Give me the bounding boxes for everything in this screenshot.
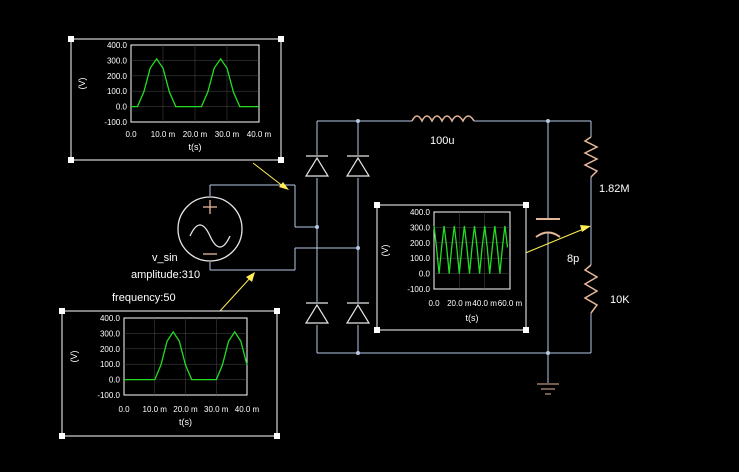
plot-bottom-left-content: 400.0 300.0 200.0 100.0 0.0 -100.0 0.0 10.0 m 20… xyxy=(69,314,260,427)
y-tick-label: 300.0 xyxy=(100,329,121,338)
y-tick-label: -100.0 xyxy=(104,118,127,127)
y-tick-label: 400.0 xyxy=(100,314,121,323)
resistor-top[interactable] xyxy=(583,136,599,178)
x-tick-label: 30.0 m xyxy=(204,405,229,414)
x-tick-label: 20.0 m xyxy=(173,405,198,414)
y-tick-label: 0.0 xyxy=(116,103,128,112)
diode-top-left[interactable] xyxy=(304,155,330,177)
y-tick-label: 300.0 xyxy=(107,56,128,65)
x-tick-label: 10.0 m xyxy=(143,405,168,414)
y-tick-label: 200.0 xyxy=(410,239,431,248)
y-tick-label: 400.0 xyxy=(410,208,431,217)
series-line xyxy=(131,57,259,108)
plots-layer: 400.0 300.0 200.0 100.0 0.0 -100.0 0.0 10.0 m 20… xyxy=(69,41,523,427)
y-tick-label: -100.0 xyxy=(97,391,120,400)
x-tick-label: 30.0 m xyxy=(215,130,240,139)
source-amplitude: amplitude:310 xyxy=(131,269,200,281)
y-tick-label: 100.0 xyxy=(107,87,128,96)
x-tick-label: 60.0 m xyxy=(498,299,523,308)
y-tick-label: 0.0 xyxy=(419,270,431,279)
capacitor-label: 8p xyxy=(567,253,579,265)
inductor[interactable] xyxy=(411,115,475,123)
junction-nodes xyxy=(315,119,550,355)
y-tick-label: 100.0 xyxy=(100,360,121,369)
source-name: v_sin xyxy=(152,252,178,264)
x-tick-label: 40.0 m xyxy=(472,299,497,308)
x-axis-label: t(s) xyxy=(179,417,192,427)
y-tick-label: 400.0 xyxy=(107,41,128,50)
y-tick-label: 300.0 xyxy=(410,223,431,232)
x-axis-label: t(s) xyxy=(189,142,202,152)
resistor-bottom[interactable] xyxy=(583,264,599,314)
diode-top-right[interactable] xyxy=(345,155,371,177)
resistor-top-label: 1.82M xyxy=(599,183,630,195)
source-frequency: frequency:50 xyxy=(112,292,176,304)
x-tick-label: 40.0 m xyxy=(247,130,272,139)
wires xyxy=(209,120,592,395)
inductor-label: 100u xyxy=(430,135,454,147)
y-tick-label: 200.0 xyxy=(107,72,128,81)
probe-arrow-top xyxy=(252,162,289,190)
y-axis-label: (V) xyxy=(77,78,87,90)
x-tick-label: 0.0 xyxy=(428,299,440,308)
probe-arrow-bottom xyxy=(219,272,255,312)
plot-top-left-content: 400.0 300.0 200.0 100.0 0.0 -100.0 0.0 10.0 m 20… xyxy=(77,41,272,152)
probe-arrow-center xyxy=(522,225,591,255)
y-axis-label: (V) xyxy=(69,351,79,363)
x-tick-label: 0.0 xyxy=(118,405,130,414)
voltage-source[interactable] xyxy=(177,196,243,262)
series-line xyxy=(124,330,248,381)
y-tick-label: 0.0 xyxy=(109,376,121,385)
x-tick-label: 20.0 m xyxy=(447,299,472,308)
x-tick-label: 10.0 m xyxy=(151,130,176,139)
x-axis-label: t(s) xyxy=(466,313,479,323)
x-tick-label: 40.0 m xyxy=(235,405,260,414)
capacitor[interactable] xyxy=(535,218,561,238)
resistor-bottom-label: 10K xyxy=(610,294,630,306)
y-tick-label: 200.0 xyxy=(100,345,121,354)
x-tick-label: 20.0 m xyxy=(183,130,208,139)
y-tick-label: 100.0 xyxy=(410,254,431,263)
diode-bottom-left[interactable] xyxy=(304,302,330,324)
y-axis-label: (V) xyxy=(380,245,390,257)
x-tick-label: 0.0 xyxy=(125,130,137,139)
diode-bottom-right[interactable] xyxy=(345,302,371,324)
series-line xyxy=(433,225,509,274)
y-tick-label: -100.0 xyxy=(407,285,430,294)
